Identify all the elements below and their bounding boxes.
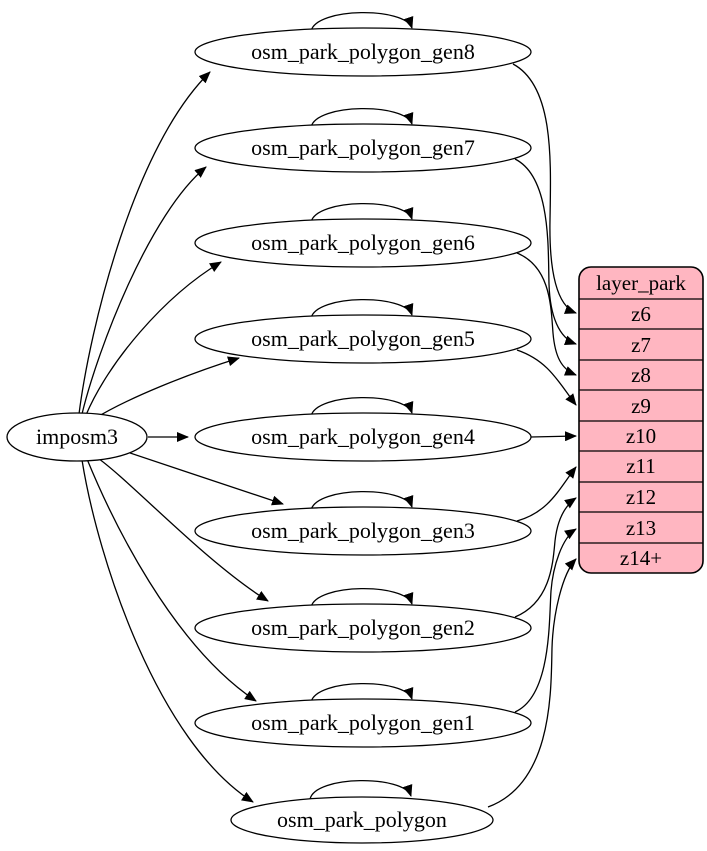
self-loop-gen7 — [310, 107, 414, 128]
edge-gen6-z8 — [516, 252, 577, 376]
edge-gen8-z6 — [512, 63, 577, 314]
node-osm-park-polygon-gen8: osm_park_polygon_gen8 — [194, 27, 532, 77]
polygon-label: osm_park_polygon — [277, 807, 447, 832]
edge-gen7-z7 — [514, 158, 577, 346]
node-osm-park-polygon-gen4: osm_park_polygon_gen4 — [194, 412, 532, 462]
imposm3-label: imposm3 — [36, 424, 118, 449]
node-layer-park: layer_park z6 z7 z8 z9 z10 z11 z12 z13 z… — [578, 266, 704, 574]
edge-imposm3-gen5 — [93, 356, 240, 420]
self-loop-gen6 — [310, 202, 414, 223]
self-loop-polygon — [309, 779, 413, 800]
gen1-ellipse — [194, 698, 532, 748]
node-osm-park-polygon-gen5: osm_park_polygon_gen5 — [194, 314, 532, 364]
node-osm-park-polygon-gen3: osm_park_polygon_gen3 — [194, 506, 532, 556]
layer-row-z11: z11 — [626, 454, 656, 478]
imposm3-ellipse — [6, 412, 148, 462]
self-loop-gen5 — [310, 298, 414, 319]
polygon-ellipse — [230, 796, 494, 844]
node-osm-park-polygon-gen7: osm_park_polygon_gen7 — [194, 123, 532, 173]
edge-gen3-z11 — [516, 466, 577, 522]
gen5-ellipse — [194, 314, 532, 364]
node-imposm3: imposm3 — [6, 412, 148, 462]
self-loop-edges — [309, 11, 414, 800]
gen7-label: osm_park_polygon_gen7 — [251, 135, 475, 160]
edge-imposm3-gen7 — [81, 166, 207, 415]
gen7-ellipse — [194, 123, 532, 173]
layer-row-z9: z9 — [631, 394, 651, 418]
edge-gen1-z13 — [514, 528, 577, 713]
layer-row-z10: z10 — [626, 424, 656, 448]
gen3-ellipse — [194, 506, 532, 556]
edges-to-layer — [487, 63, 577, 808]
gen1-label: osm_park_polygon_gen1 — [251, 710, 475, 735]
layer-row-z6: z6 — [631, 302, 651, 326]
gen2-label: osm_park_polygon_gen2 — [251, 615, 475, 640]
node-osm-park-polygon-gen6: osm_park_polygon_gen6 — [194, 218, 532, 268]
self-loop-gen1 — [310, 682, 414, 703]
edge-imposm3-gen3 — [126, 451, 284, 506]
self-loop-gen2 — [310, 587, 414, 608]
layer-row-z12: z12 — [626, 485, 656, 509]
gen4-label: osm_park_polygon_gen4 — [251, 424, 475, 449]
layer-row-z8: z8 — [631, 363, 651, 387]
node-osm-park-polygon-gen2: osm_park_polygon_gen2 — [194, 603, 532, 653]
gen6-ellipse — [194, 218, 532, 268]
edge-imposm3-polygon — [81, 459, 254, 803]
gen6-label: osm_park_polygon_gen6 — [251, 230, 475, 255]
edge-gen4-z10 — [530, 431, 577, 442]
edge-imposm3-gen8 — [78, 71, 211, 415]
gen2-ellipse — [194, 603, 532, 653]
layer-row-z7: z7 — [631, 333, 651, 357]
gen8-label: osm_park_polygon_gen8 — [251, 39, 475, 64]
self-loop-gen3 — [310, 490, 414, 511]
edges-from-source — [78, 71, 284, 803]
gen5-label: osm_park_polygon_gen5 — [251, 326, 475, 351]
edge-imposm3-gen1 — [86, 458, 257, 702]
layer-park-box — [578, 266, 704, 574]
layer-park-title: layer_park — [596, 271, 686, 295]
edge-gen2-z12 — [514, 497, 577, 618]
edge-gen5-z9 — [516, 349, 577, 406]
self-loop-gen4 — [310, 396, 414, 417]
self-loop-gen8 — [310, 11, 414, 32]
layer-row-z13: z13 — [626, 516, 656, 540]
edge-polygon-z14plus — [487, 558, 577, 808]
node-osm-park-polygon-gen1: osm_park_polygon_gen1 — [194, 698, 532, 748]
layer-row-z14plus: z14+ — [620, 546, 662, 570]
edge-imposm3-gen6 — [85, 261, 222, 416]
edge-imposm3-gen2 — [94, 455, 269, 602]
gen4-ellipse — [194, 412, 532, 462]
gen8-ellipse — [194, 27, 532, 77]
node-osm-park-polygon: osm_park_polygon — [230, 796, 494, 844]
gen3-label: osm_park_polygon_gen3 — [251, 518, 475, 543]
